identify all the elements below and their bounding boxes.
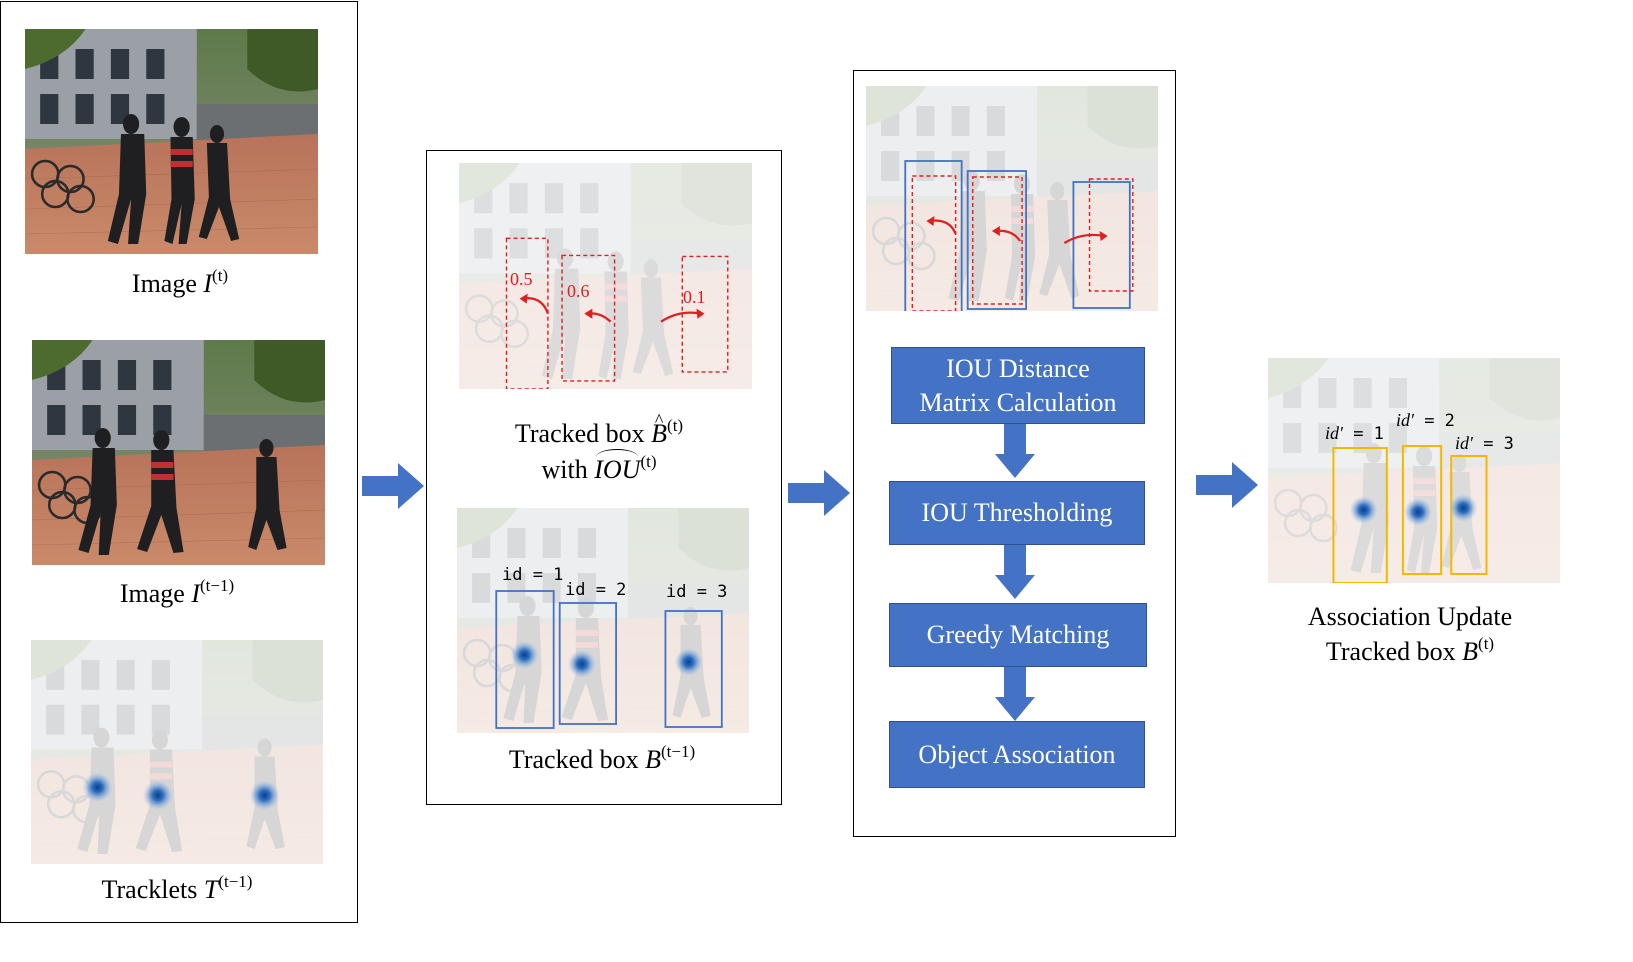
id-label: id = 2 bbox=[565, 580, 627, 600]
tracklet-dot bbox=[249, 780, 280, 811]
tracklet-dot bbox=[1349, 496, 1378, 524]
image-t-minus-1-photo bbox=[32, 340, 325, 565]
updated-id-label: id′ = 1 bbox=[1325, 423, 1384, 444]
id-label: id = 3 bbox=[666, 582, 728, 602]
tracked-box bbox=[495, 590, 555, 729]
tracked-box bbox=[664, 610, 723, 728]
updated-id-label: id′ = 3 bbox=[1455, 433, 1514, 454]
updated-box bbox=[1401, 445, 1443, 575]
tracklets-photo bbox=[31, 640, 323, 864]
image-t-photo bbox=[25, 29, 318, 254]
iou-thresholding-step: IOU Thresholding bbox=[889, 481, 1145, 545]
updated-id-label: id′ = 2 bbox=[1396, 410, 1455, 431]
iou-value-label: 0.6 bbox=[567, 281, 590, 301]
image-t-minus-1-caption: Image I(t−1) bbox=[119, 576, 235, 608]
object-association-step: Object Association bbox=[889, 721, 1145, 788]
tracked-box bbox=[966, 170, 1028, 310]
tracked-box bbox=[558, 602, 617, 725]
tracklet-dot bbox=[674, 648, 703, 676]
tracklet-dot bbox=[567, 650, 596, 678]
updated-box bbox=[1332, 447, 1388, 583]
association-update-scene bbox=[1268, 358, 1560, 583]
tracklet-dot bbox=[142, 780, 173, 811]
flow-arrow bbox=[1196, 462, 1258, 508]
matching-scene bbox=[866, 86, 1158, 311]
down-arrow bbox=[995, 424, 1035, 478]
tracklet-dot bbox=[82, 772, 113, 803]
tracked-box-prev-caption: Tracked box B(t−1) bbox=[508, 742, 696, 774]
tracklets-caption: Tracklets T(t−1) bbox=[101, 872, 253, 904]
down-arrow bbox=[995, 667, 1035, 721]
iou-value-label: 0.1 bbox=[683, 287, 706, 307]
association-update-caption: Association Update bbox=[1307, 602, 1513, 631]
down-arrow bbox=[995, 545, 1035, 599]
tracklet-dot bbox=[1449, 494, 1478, 522]
tracklet-dot bbox=[1403, 498, 1433, 526]
tracked-box-hat-caption: Tracked box B(t) bbox=[444, 402, 754, 452]
tracked-box-dashed bbox=[911, 175, 957, 311]
tracked-box-prev-scene: id = 1 id = 2 id = 3 bbox=[457, 508, 749, 733]
iou-value-label: 0.5 bbox=[510, 269, 533, 289]
tracked-box bbox=[1072, 181, 1131, 309]
tracked-box bbox=[904, 160, 963, 311]
tracked-box-hat-scene: 0.5 0.6 0.1 bbox=[459, 163, 752, 389]
with-iou-caption: with IOU(t) bbox=[444, 449, 754, 488]
id-label: id = 1 bbox=[502, 565, 564, 585]
greedy-matching-step: Greedy Matching bbox=[889, 603, 1147, 667]
flow-arrow bbox=[362, 463, 424, 509]
image-t-caption: Image I(t) bbox=[131, 266, 229, 298]
tracked-box-dashed bbox=[972, 176, 1023, 305]
flow-arrow bbox=[788, 470, 850, 516]
tracklet-dot bbox=[510, 641, 539, 669]
association-tracked-box-caption: Tracked box B(t) bbox=[1325, 634, 1495, 666]
